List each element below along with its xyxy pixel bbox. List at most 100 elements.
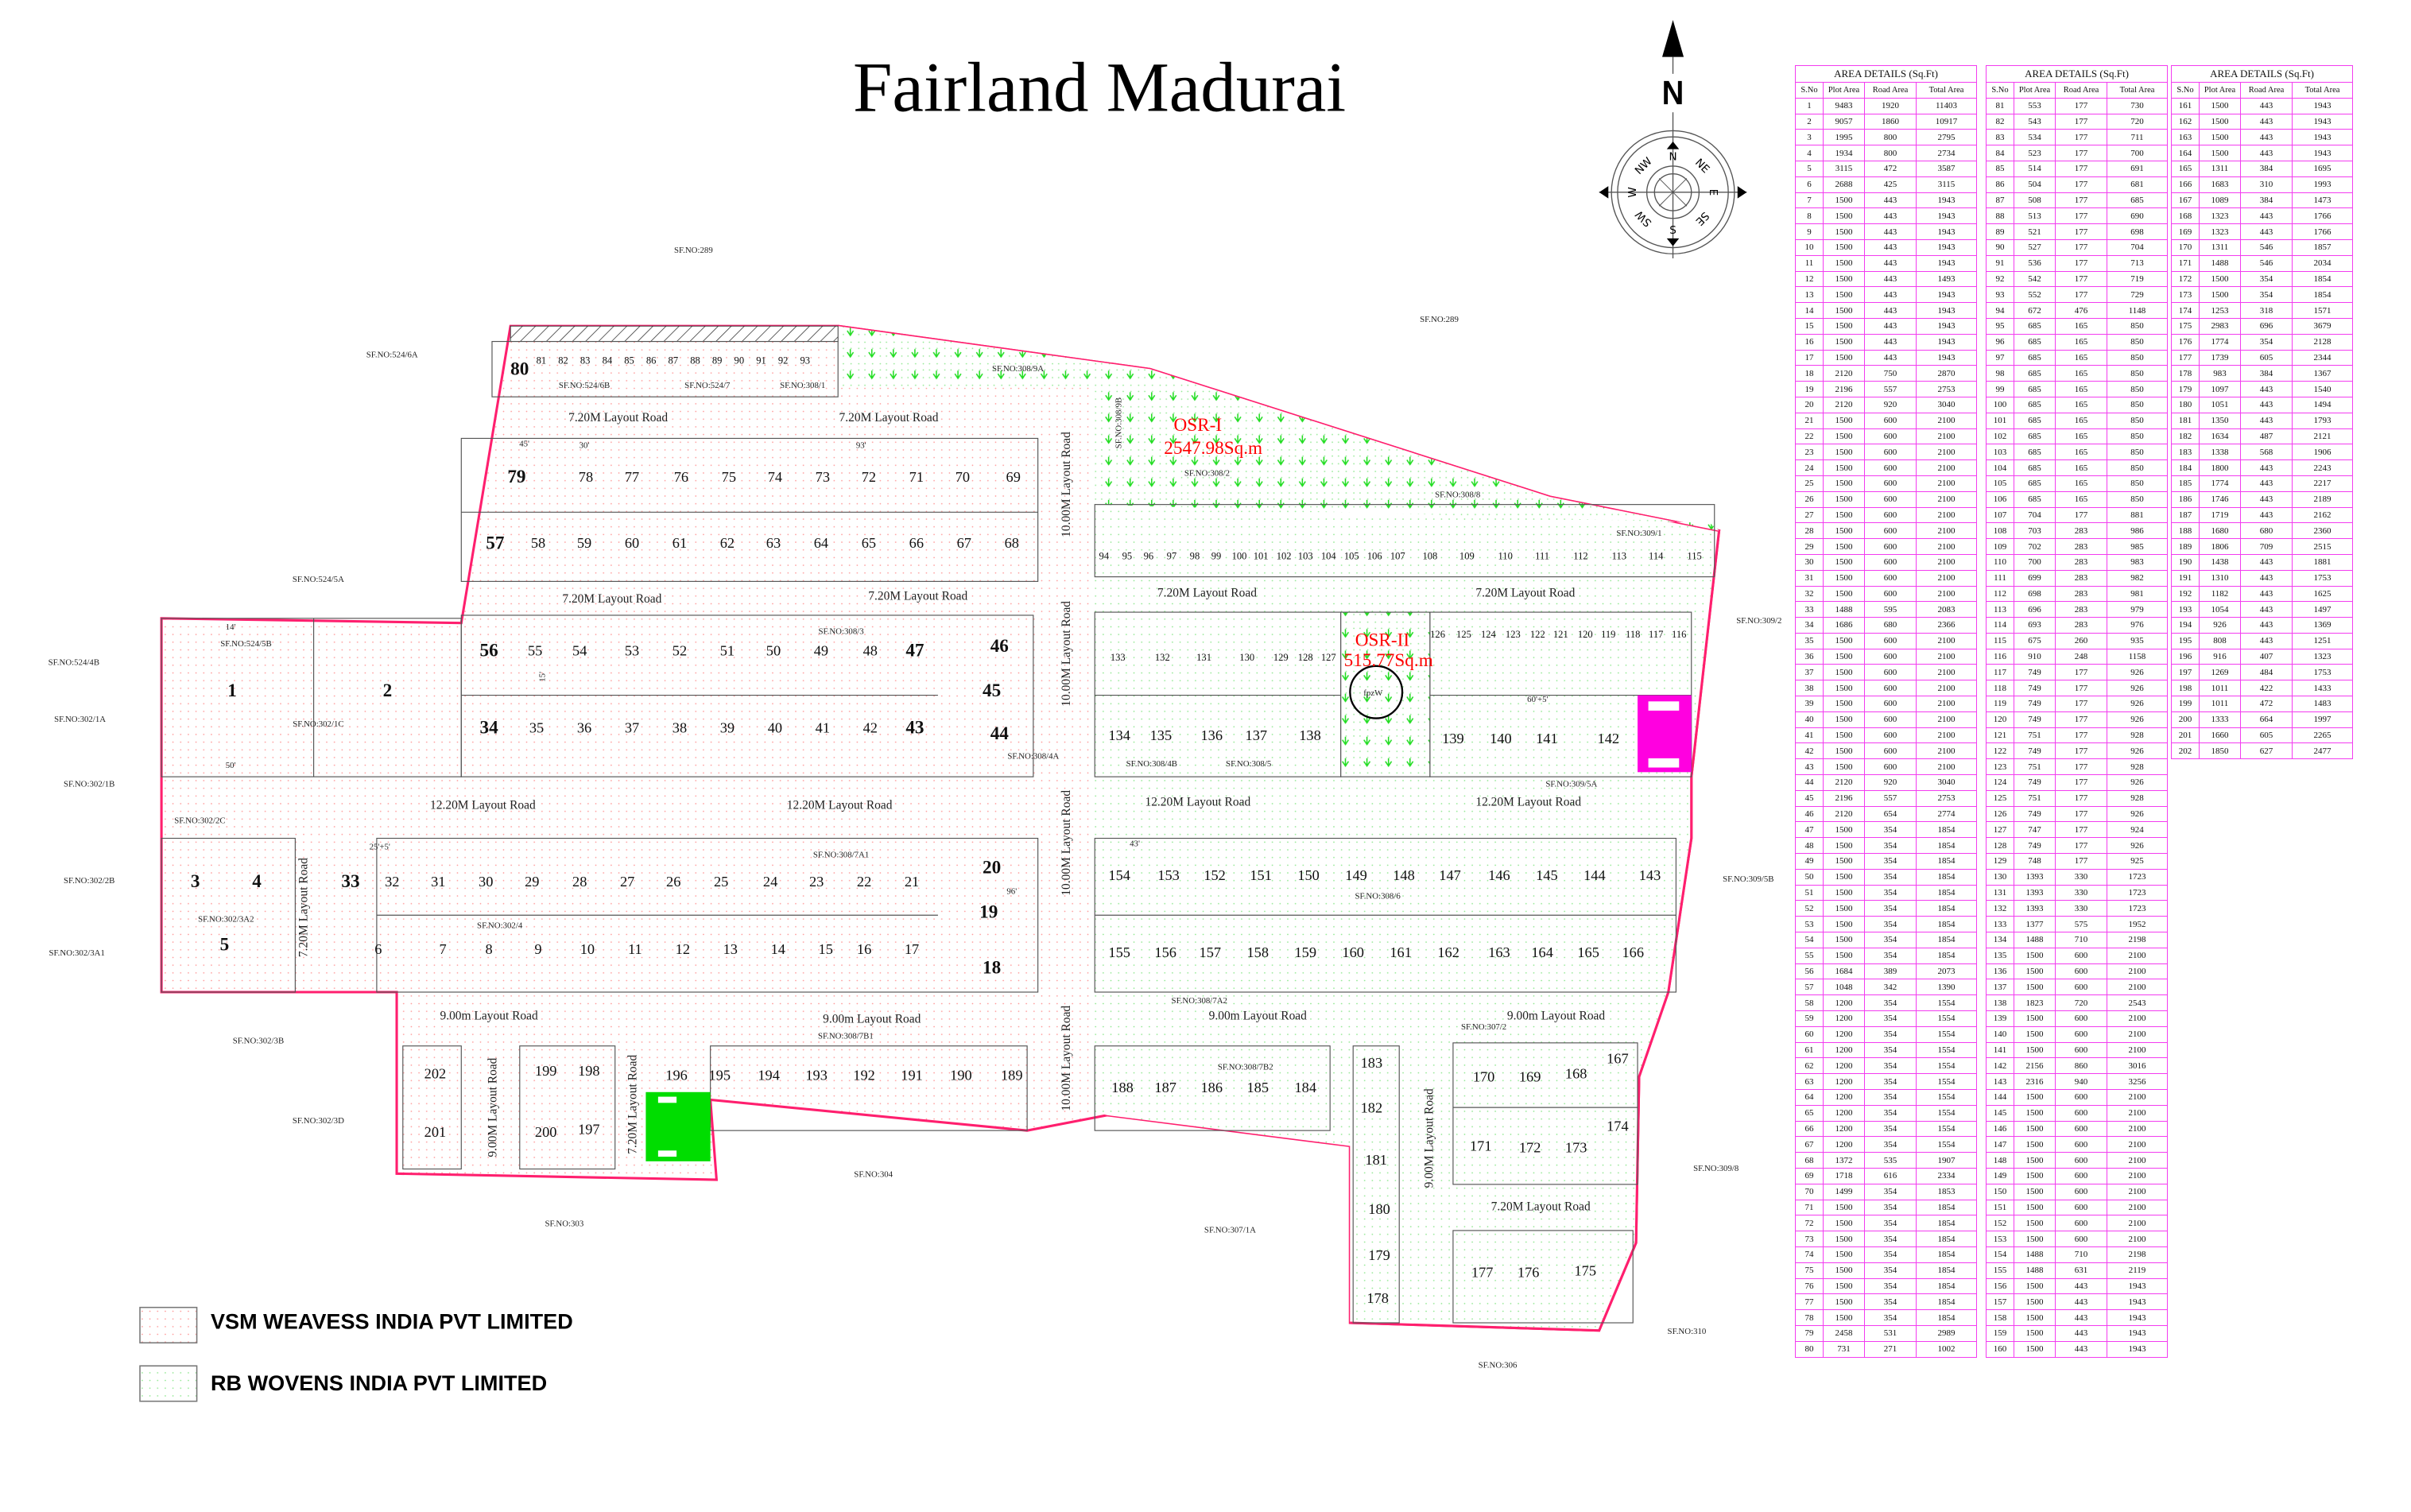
road-area-cell: 605 xyxy=(2240,727,2293,744)
compass-point-s: S xyxy=(1669,224,1676,237)
plot-number-69: 69 xyxy=(1006,469,1021,485)
road-area-cell: 165 xyxy=(2055,333,2107,351)
plot-number-146: 146 xyxy=(1488,867,1510,883)
sno-cell: 119 xyxy=(1986,696,2014,712)
osr-2-area xyxy=(1340,611,1431,777)
plot-area-cell: 1680 xyxy=(2199,522,2241,540)
sno-cell: 74 xyxy=(1795,1246,1824,1263)
total-area-cell: 2100 xyxy=(2106,1104,2169,1122)
total-area-cell: 700 xyxy=(2106,145,2169,161)
survey-number-label: SF.NO:308/1 xyxy=(780,381,825,390)
sno-cell: 131 xyxy=(1986,884,2014,901)
plot-number-184: 184 xyxy=(1294,1080,1316,1095)
road-area-cell: 283 xyxy=(2055,569,2107,587)
plot-number-52: 52 xyxy=(673,643,687,659)
plot-area-cell: 523 xyxy=(2014,145,2056,161)
plot-number-10: 10 xyxy=(580,941,595,957)
sno-cell: 141 xyxy=(1986,1041,2014,1059)
road-area-cell: 920 xyxy=(1864,774,1917,791)
plot-number-51: 51 xyxy=(720,643,735,659)
total-area-cell: 2100 xyxy=(1915,758,1978,776)
dimension-label: 14' xyxy=(226,622,236,632)
plot-number-158: 158 xyxy=(1246,944,1269,960)
total-area-cell: 1854 xyxy=(1915,837,1978,855)
plot-area-cell: 1500 xyxy=(1823,192,1865,209)
plot-number-200: 200 xyxy=(535,1124,557,1140)
road-area-cell: 1860 xyxy=(1864,113,1917,130)
total-area-cell: 928 xyxy=(2106,758,2169,776)
survey-number-label: SF.NO:302/2C xyxy=(174,816,225,826)
total-area-cell: 1943 xyxy=(1915,317,1978,335)
sno-cell: 27 xyxy=(1795,506,1824,524)
plot-number-66: 66 xyxy=(909,535,924,551)
road-area-cell: 443 xyxy=(2240,207,2293,225)
plot-area-cell: 910 xyxy=(2014,648,2056,665)
sno-cell: 164 xyxy=(2171,145,2200,161)
plot-area-cell: 700 xyxy=(2014,553,2056,571)
plot-area-cell: 1500 xyxy=(1823,696,1865,712)
total-area-cell: 850 xyxy=(2106,349,2169,366)
sno-cell: 178 xyxy=(2171,365,2200,382)
road-area-cell: 165 xyxy=(2055,396,2107,413)
total-area-cell: 850 xyxy=(2106,381,2169,397)
sno-cell: 181 xyxy=(2171,412,2200,429)
road-area-cell: 283 xyxy=(2055,553,2107,571)
plot-number-130: 130 xyxy=(1239,652,1254,663)
plot-area-cell: 1500 xyxy=(2014,1120,2056,1138)
sno-cell: 48 xyxy=(1795,837,1824,855)
plot-number-198: 198 xyxy=(578,1063,600,1079)
road-area-cell: 165 xyxy=(2055,349,2107,366)
plot-area-cell: 1488 xyxy=(2014,1262,2056,1279)
road-area-cell: 600 xyxy=(1864,680,1917,697)
road-area-cell: 600 xyxy=(1864,585,1917,603)
total-area-cell: 1723 xyxy=(2106,868,2169,886)
osr-1-name: OSR-I xyxy=(1174,415,1223,436)
total-area-cell: 1493 xyxy=(1915,270,1978,288)
plot-number-47: 47 xyxy=(905,641,924,661)
plot-number-78: 78 xyxy=(579,469,593,485)
plot-number-167: 167 xyxy=(1607,1050,1629,1066)
total-area-cell: 1854 xyxy=(2291,286,2354,304)
plot-number-49: 49 xyxy=(814,643,828,659)
total-area-cell: 2198 xyxy=(2106,932,2169,948)
total-area-cell: 1943 xyxy=(2106,1324,2169,1342)
plot-number-64: 64 xyxy=(814,535,828,551)
dimension-label: 60'+5' xyxy=(1527,695,1548,704)
road-area-cell: 472 xyxy=(1864,160,1917,177)
survey-number-label: SF.NO:302/1C xyxy=(293,719,343,729)
road-area-cell: 177 xyxy=(2055,853,2107,870)
plot-area-cell: 1500 xyxy=(2014,1010,2056,1027)
plot-area-cell: 1500 xyxy=(1823,648,1865,665)
plot-number-58: 58 xyxy=(531,535,545,551)
plot-area-cell: 704 xyxy=(2014,506,2056,524)
plot-area-cell: 685 xyxy=(2014,365,2056,382)
plot-number-27: 27 xyxy=(620,874,634,890)
road-area-cell: 860 xyxy=(2055,1057,2107,1075)
road-area-cell: 600 xyxy=(1864,444,1917,461)
road-area-cell: 165 xyxy=(2055,412,2107,429)
road-area-cell: 354 xyxy=(1864,1277,1917,1295)
sno-cell: 55 xyxy=(1795,947,1824,964)
sno-cell: 34 xyxy=(1795,617,1824,634)
plot-area-cell: 1500 xyxy=(1823,1293,1865,1311)
total-area-cell: 2100 xyxy=(1915,412,1978,429)
